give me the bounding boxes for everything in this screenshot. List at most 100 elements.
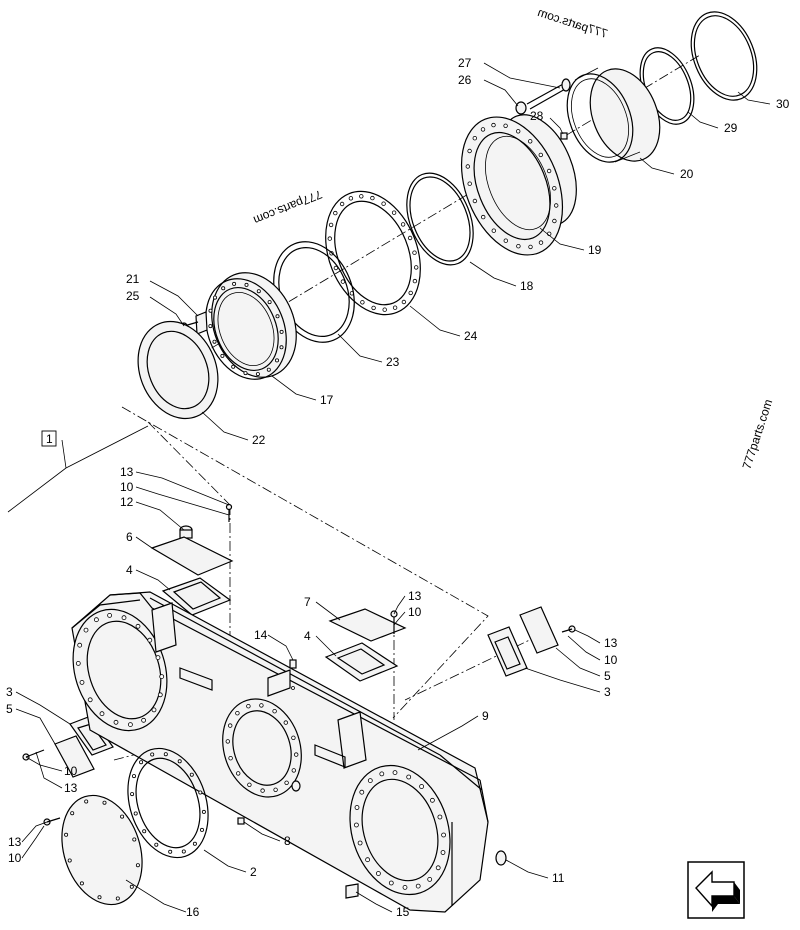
callout-5-left: 5	[6, 702, 13, 716]
bolt-hole	[267, 300, 272, 305]
bolt-hole	[151, 707, 157, 713]
bolt-hole	[294, 752, 299, 757]
bolt-hole	[400, 222, 406, 227]
bolt-hole	[87, 697, 93, 703]
bolt-hole	[472, 135, 477, 141]
bolt-hole	[139, 760, 144, 765]
callout-10-right: 10	[604, 653, 618, 667]
callout-7: 7	[304, 595, 311, 609]
bolt-hole	[429, 797, 435, 803]
bolt-hole	[415, 883, 421, 889]
bolt-hole	[388, 880, 394, 886]
bolt-hole	[354, 805, 360, 810]
bolt-hole	[198, 790, 203, 795]
bolt-hole	[552, 186, 557, 191]
bolt-hole	[150, 752, 155, 757]
bolt-hole	[503, 123, 508, 128]
callout-18: 18	[520, 279, 534, 293]
bolt-hole	[440, 850, 446, 855]
part-22-seal	[137, 320, 219, 420]
part-15-plug	[345, 883, 359, 899]
bolt-hole	[246, 704, 251, 709]
bolt-hole	[552, 218, 557, 224]
bolt-hole	[472, 198, 478, 204]
part-27-bolt	[515, 78, 571, 115]
return-arrow-icon[interactable]	[687, 861, 745, 919]
bolt-hole	[491, 228, 496, 233]
bolt-hole	[70, 811, 75, 816]
bolt-hole	[147, 637, 153, 643]
bolt-hole	[97, 895, 102, 900]
bolt-hole	[260, 788, 265, 793]
part-20-sleeve	[566, 67, 661, 163]
bolt-hole	[113, 719, 119, 725]
bolt-hole	[127, 722, 133, 727]
callout-1-box: 1	[41, 430, 57, 447]
bolt-hole	[412, 250, 417, 255]
part-30-ring	[690, 11, 758, 101]
bolt-hole	[163, 752, 168, 757]
bolt-hole	[407, 235, 413, 241]
bolt-hole	[256, 289, 261, 294]
bolt-hole	[480, 127, 486, 132]
bolt-hole	[481, 214, 486, 220]
bolt-hole	[79, 680, 85, 685]
bolt-hole	[235, 711, 240, 716]
part-8-plug	[237, 817, 245, 825]
bolt-hole	[244, 282, 249, 287]
bolt-hole	[554, 203, 559, 208]
callout-27: 27	[458, 56, 472, 70]
bolt-hole	[339, 201, 345, 207]
bolt-hole	[232, 281, 237, 286]
part-24-gasket	[325, 190, 421, 316]
bolt-hole	[274, 358, 279, 363]
bolt-hole	[212, 339, 217, 344]
watermark-middle: 777parts.com	[251, 187, 324, 227]
bolt-hole	[465, 164, 470, 169]
bolt-hole	[427, 877, 433, 882]
bolt-hole	[357, 840, 363, 846]
bolt-hole	[359, 789, 365, 795]
callout-13-left: 13	[64, 781, 78, 795]
bolt-hole	[94, 617, 99, 623]
callout-13-bottom: 13	[8, 835, 22, 849]
bolt-hole	[135, 863, 140, 868]
bolt-hole	[142, 829, 147, 834]
callout-labels: 30 29 20 27 26 28 19 18 24 23 17 22 21 2…	[6, 56, 790, 919]
callout-17: 17	[320, 393, 334, 407]
bolt-hole	[528, 244, 533, 250]
part-16-cover-plate	[43, 794, 143, 906]
callout-25: 25	[126, 289, 140, 303]
bolt-hole	[83, 627, 89, 633]
part-9-main-housing	[71, 591, 489, 913]
bolt-hole	[64, 832, 69, 837]
bolt-hole	[231, 364, 236, 369]
bolt-hole	[333, 265, 339, 271]
bolt-hole	[441, 832, 447, 838]
callout-9: 9	[482, 709, 489, 723]
bolt-hole	[67, 858, 72, 863]
bolt-hole	[192, 841, 197, 846]
bolt-hole	[155, 655, 161, 660]
bolt-hole	[367, 778, 373, 783]
callout-16: 16	[186, 905, 200, 919]
bolt-hole	[243, 371, 248, 376]
bolt-hole	[328, 222, 334, 228]
callout-3-right: 3	[604, 685, 611, 699]
callout-8: 8	[284, 834, 291, 848]
part-28-pin	[560, 132, 568, 140]
callout-28: 28	[530, 109, 544, 123]
bolt-hole	[199, 827, 204, 832]
bolt-hole	[381, 201, 386, 206]
callout-24: 24	[464, 329, 478, 343]
part-plug-small	[291, 780, 301, 792]
bolt-hole	[221, 286, 226, 291]
callout-13-center: 13	[408, 589, 422, 603]
bolt-hole	[370, 195, 375, 201]
bolt-hole	[408, 290, 413, 296]
callout-29: 29	[724, 121, 738, 135]
bolt-hole	[279, 345, 284, 350]
part-19-flanged-housing	[460, 114, 577, 256]
callout-21: 21	[126, 272, 140, 286]
bolt-hole	[275, 314, 280, 319]
